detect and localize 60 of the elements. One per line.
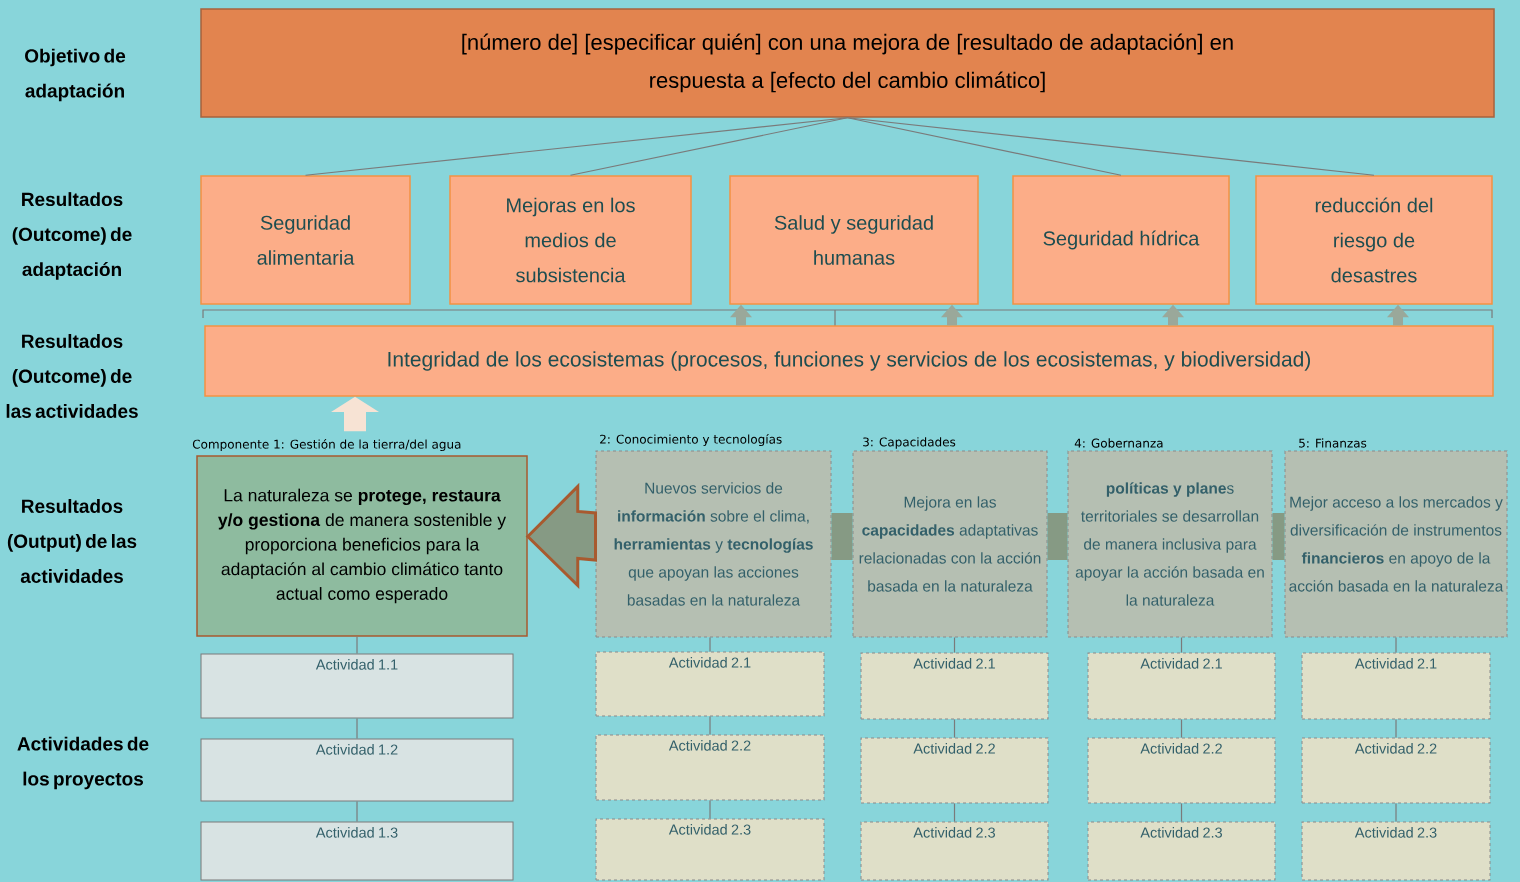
outcome-box: Seguridad alimentaria <box>200 175 411 305</box>
activity-box: Actividad 2.2 <box>595 734 825 801</box>
activity-box: Actividad 2.2 <box>1301 737 1491 804</box>
connector-line <box>953 718 956 739</box>
output-box: Nuevos servicios de información sobre el clima, herramientas y tecnologías que apoyan las acciones basadas en la naturaleza <box>595 450 832 638</box>
activity-box: Actividad 2.1 <box>860 652 1049 720</box>
connector-line <box>846 117 1122 176</box>
top-box: [número de] [especificar quién] con una mejora de [resultado de adaptación] en respuesta a [efecto del cambio climático] <box>200 8 1495 118</box>
connector-line <box>953 802 956 823</box>
connector-line <box>356 800 358 823</box>
connector-line <box>1395 636 1397 654</box>
block-arrow <box>941 304 963 326</box>
activity-box: Actividad 1.3 <box>200 821 514 881</box>
activity-box: Actividad 2.3 <box>595 818 825 881</box>
activity-box: Actividad 2.3 <box>1301 821 1491 881</box>
activity-box: Actividad 1.2 <box>200 738 514 802</box>
connector-line <box>1180 636 1183 654</box>
outcome-box: Mejoras en los medios de subsistencia <box>449 175 692 305</box>
output-box: La naturaleza se protege, restaura y/o gestiona de manera sostenible y proporciona beneficios para la adaptación al cambio climático tanto actual como esperado <box>196 455 528 637</box>
activity-box: Actividad 2.1 <box>595 651 825 717</box>
block-arrow <box>1387 304 1409 326</box>
row-label: Resultados (Outcome) de adaptación <box>12 192 132 280</box>
connector-line <box>709 715 711 736</box>
connector-line <box>1395 802 1397 823</box>
connector-line <box>953 636 956 654</box>
connector-line <box>709 799 711 820</box>
component-heading: 5: Finanzas <box>1299 438 1367 448</box>
outcome-box: Salud y seguridad humanas <box>729 175 979 305</box>
activity-box: Actividad 2.1 <box>1301 652 1491 720</box>
row-label: Resultados (Output) de las actividades <box>7 499 137 583</box>
block-arrow <box>331 396 379 432</box>
activity-box: Actividad 1.1 <box>200 653 514 719</box>
component-heading: 3: Capacidades <box>863 437 956 449</box>
component-heading: 2: Conocimiento y tecnologías <box>600 433 782 447</box>
outcome-box: reducción del riesgo de desastres <box>1255 175 1493 305</box>
block-arrow <box>730 304 752 326</box>
connector-line <box>569 117 849 176</box>
outcome-box: Seguridad hídrica <box>1012 175 1230 305</box>
ecosystem-band: Integridad de los ecosistemas (procesos, funciones y servicios de los ecosistemas, y biodiversidad) <box>204 325 1494 397</box>
connector-line <box>709 636 711 653</box>
connector-line <box>356 717 358 740</box>
connector-line <box>1180 802 1183 823</box>
connector-line <box>1395 718 1397 739</box>
activity-box: Actividad 2.1 <box>1087 652 1276 720</box>
component-heading: 4: Gobernanza <box>1074 438 1163 448</box>
connector-line <box>846 117 1375 176</box>
output-box: políticas y planes territoriales se desarrollan de manera inclusiva para apoyar la acción basada en la naturaleza <box>1067 450 1273 638</box>
row-label: Resultados (Outcome) de las actividades <box>6 334 138 418</box>
output-box: Mejor acceso a los mercados y diversificación de instrumentos financieros en apoyo de la acción basada en la naturaleza <box>1284 450 1508 638</box>
activity-box: Actividad 2.2 <box>860 737 1049 804</box>
output-box: Mejora en las capacidades adaptativas relacionadas con la acción basada en la naturaleza <box>852 450 1048 638</box>
connector-line <box>356 636 358 655</box>
connector-line <box>1180 718 1183 739</box>
activity-box: Actividad 2.3 <box>1087 821 1276 881</box>
row-label: Objetivo de adaptación <box>25 48 126 102</box>
block-arrow <box>1162 304 1184 326</box>
row-label: Actividades de los proyectos <box>17 736 149 790</box>
activity-box: Actividad 2.3 <box>860 821 1049 881</box>
component-heading: Componente 1: Gestión de la tierra/del agua <box>192 438 461 452</box>
activity-box: Actividad 2.2 <box>1087 737 1276 804</box>
